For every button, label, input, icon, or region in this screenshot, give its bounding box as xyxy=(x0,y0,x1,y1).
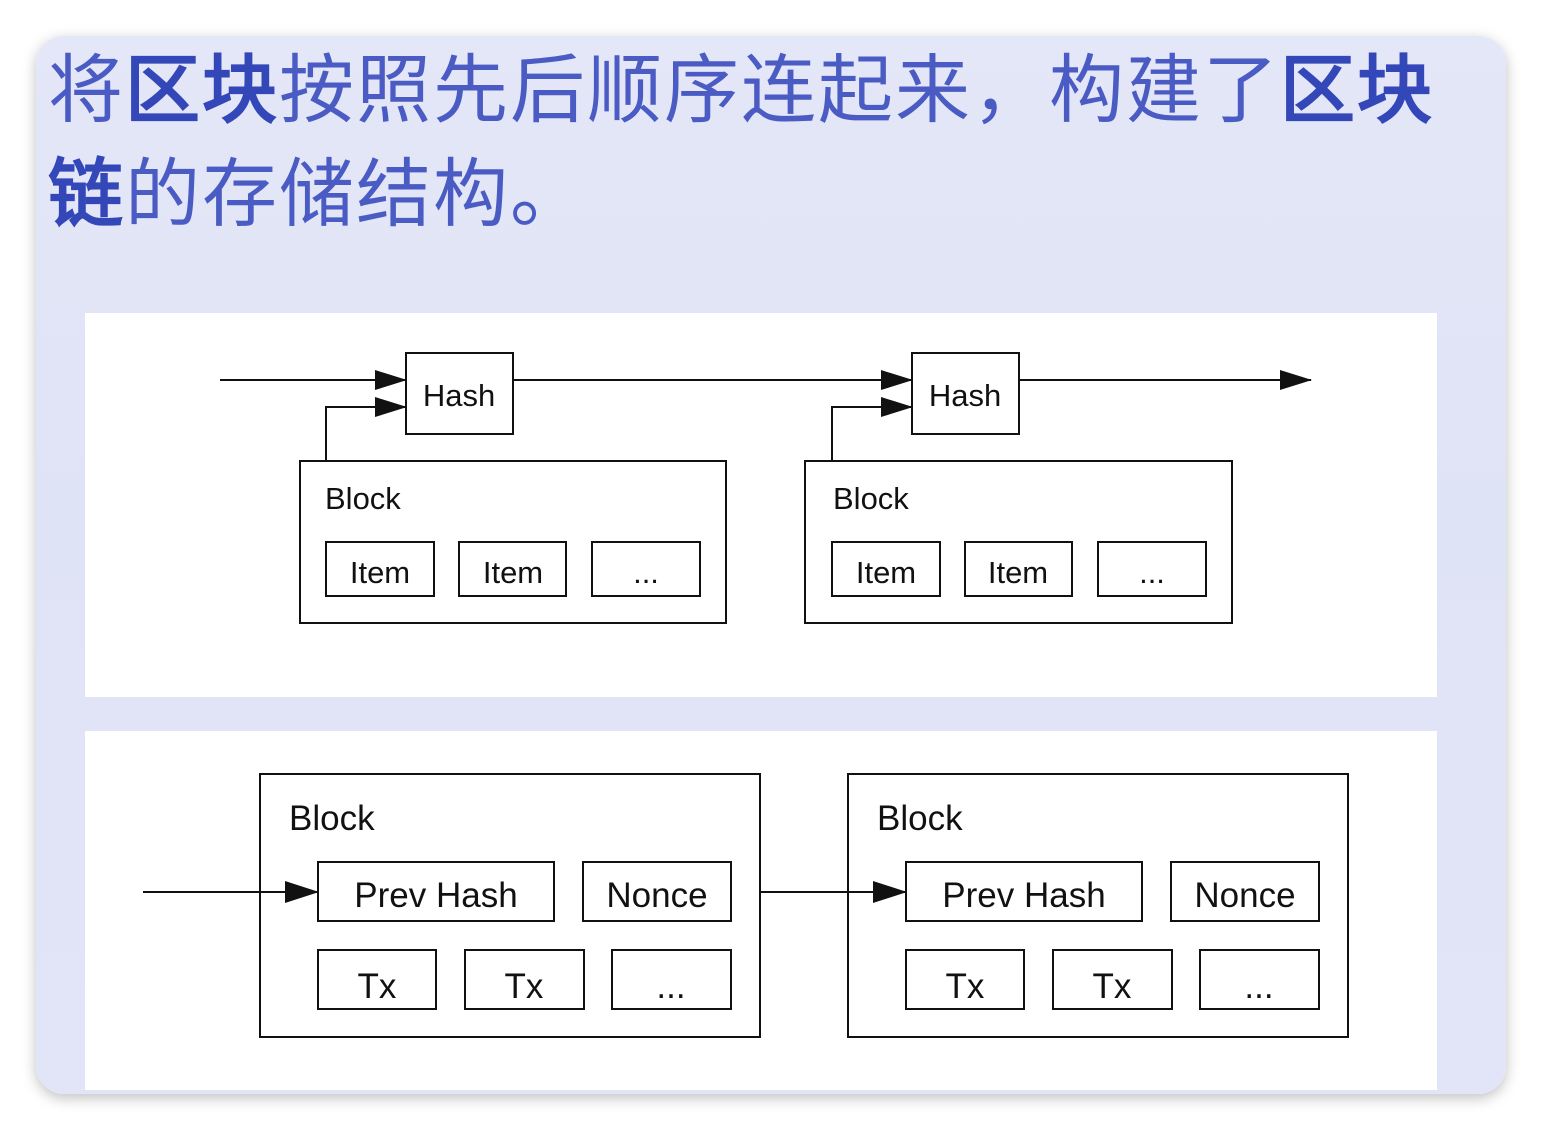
tx-label: Tx xyxy=(1093,967,1132,1006)
item-label: Item xyxy=(856,555,916,590)
block-box-2 xyxy=(847,773,1349,1038)
slide-heading: 将区块按照先后顺序连起来，构建了区块链的存储结构。 xyxy=(48,38,1488,246)
heading-highlight-blockchain: 区块链 xyxy=(48,46,1435,238)
block-box-1 xyxy=(259,773,761,1038)
block-label: Block xyxy=(877,799,963,838)
hash-label: Hash xyxy=(929,378,1001,413)
block-label: Block xyxy=(833,481,909,516)
block-label: Block xyxy=(325,481,401,516)
hash-label: Hash xyxy=(423,378,495,413)
hash-chain-diagram: Hash Hash Block Block Item Item ... Item… xyxy=(220,352,1312,624)
item-box xyxy=(458,541,567,597)
prev-hash-chain-diagram: Block Block Prev Hash Nonce Tx Tx ... Pr… xyxy=(143,773,1349,1038)
block-to-hash-arrow-2 xyxy=(831,397,913,461)
nonce-box xyxy=(582,861,732,922)
nonce-label: Nonce xyxy=(606,876,707,915)
block-label: Block xyxy=(289,799,375,838)
tx-box xyxy=(1199,949,1320,1010)
item-box xyxy=(1097,541,1207,597)
tx-label: Tx xyxy=(358,967,397,1006)
item-label: Item xyxy=(350,555,410,590)
nonce-label: Nonce xyxy=(1194,876,1295,915)
heading-part-3: 的存储结构。 xyxy=(125,150,588,238)
prev-hash-label: Prev Hash xyxy=(354,876,517,915)
ellipsis-label: ... xyxy=(1139,555,1165,590)
hash-box-1 xyxy=(405,352,514,435)
prev-hash-box xyxy=(905,861,1143,922)
heading-part-1: 将 xyxy=(48,46,126,134)
tx-box xyxy=(317,949,437,1010)
ellipsis-label: ... xyxy=(633,555,659,590)
hash-chain-panel: Hash Hash Block Block Item Item ... Item… xyxy=(85,313,1437,697)
hash-box-2 xyxy=(911,352,1020,435)
tx-label: Tx xyxy=(505,967,544,1006)
nonce-box xyxy=(1170,861,1320,922)
ellipsis-label: ... xyxy=(1244,967,1273,1006)
prev-hash-chain-panel: Block Block Prev Hash Nonce Tx Tx ... Pr… xyxy=(85,731,1437,1090)
item-box xyxy=(964,541,1073,597)
prev-hash-label: Prev Hash xyxy=(942,876,1105,915)
heading-part-2: 按照先后顺序连起来，构建了 xyxy=(279,46,1281,134)
item-box xyxy=(831,541,941,597)
item-box xyxy=(591,541,701,597)
item-label: Item xyxy=(988,555,1048,590)
item-box xyxy=(325,541,435,597)
ellipsis-label: ... xyxy=(656,967,685,1006)
heading-highlight-block: 区块 xyxy=(125,46,280,134)
item-label: Item xyxy=(483,555,543,590)
block-to-hash-arrow-1 xyxy=(325,397,407,461)
tx-box xyxy=(611,949,732,1010)
tx-box xyxy=(464,949,585,1010)
tx-label: Tx xyxy=(946,967,985,1006)
tx-box xyxy=(1052,949,1173,1010)
tx-box xyxy=(905,949,1025,1010)
prev-hash-box xyxy=(317,861,555,922)
